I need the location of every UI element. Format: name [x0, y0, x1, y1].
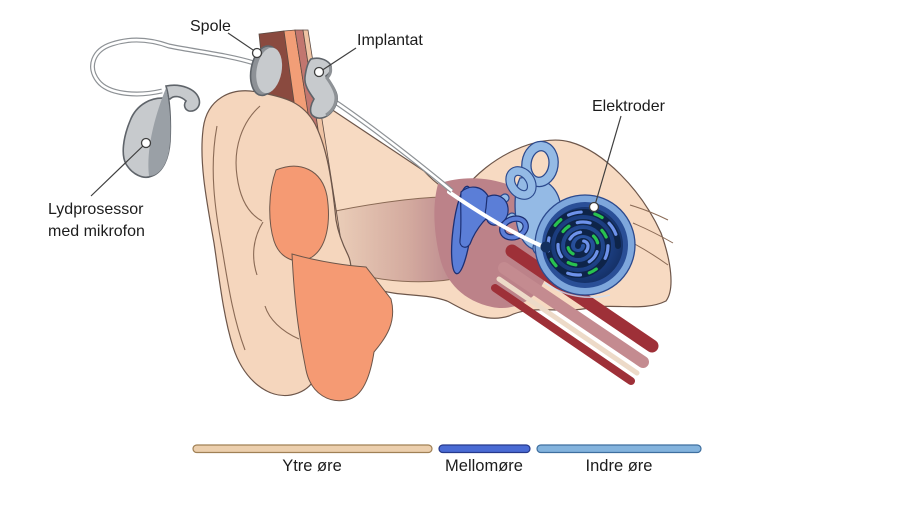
label-elektroder: Elektroder [592, 98, 666, 115]
pinna-fold-line [235, 105, 263, 222]
implant-lead-core [330, 97, 453, 193]
cartilage-upper [269, 165, 329, 262]
stapes [500, 216, 528, 240]
cartilage-lower [291, 253, 394, 402]
legend-label-indre-ore: Indre øre [586, 457, 653, 475]
label-spole: Spole [190, 18, 231, 35]
sound-processor [122, 84, 201, 179]
anchor-dot-lydprosessor [140, 137, 152, 149]
labels: Spole Implantat Elektroder Lydprosessor … [48, 18, 666, 240]
anchor-dot-spole [251, 47, 263, 59]
processor-cable-core [91, 38, 255, 96]
semicircular-canal [506, 167, 536, 199]
leader-implantat [320, 47, 357, 72]
outer-ear [201, 90, 394, 402]
leader-spole [227, 32, 257, 53]
legend-bar-ytre-ore [192, 444, 433, 454]
skull-line [632, 222, 674, 244]
implant-hardware [90, 37, 454, 193]
electrode-array-green [546, 210, 620, 277]
implant-shading [325, 65, 338, 117]
label-lydprosessor-line2: med mikrofon [48, 223, 145, 240]
cochlea-highlight [544, 282, 611, 298]
legend-label-mellomore: Mellomøre [445, 457, 523, 475]
eustachian-tube-inner [498, 262, 649, 368]
legend-label-ytre-ore: Ytre øre [282, 457, 342, 475]
coil-face [256, 47, 283, 94]
eustachian-tube-outer-bottom [491, 284, 635, 385]
cochlea [534, 194, 636, 298]
coil [249, 45, 283, 97]
electrode-wire-tip [540, 241, 552, 253]
label-lydprosessor-line1: Lydprosessor [48, 201, 144, 218]
label-leaders [90, 32, 622, 213]
semicircular-canal [522, 142, 558, 186]
leader-elektroder [594, 115, 622, 206]
sound-processor-shading [148, 88, 171, 176]
leader-lydprosessor [90, 143, 146, 197]
eustachian-tube [491, 244, 659, 385]
electrode-lead-inner [447, 190, 552, 253]
label-implantat: Implantat [357, 32, 423, 49]
eustachian-tube-outer-top [505, 244, 659, 353]
pinna-fold-line [212, 125, 246, 351]
pinna-fold-line [253, 221, 264, 276]
eustachian-tube-stripe [496, 276, 640, 376]
anchor-dot-implantat [313, 66, 325, 78]
pinna-fold-line [264, 305, 300, 340]
middle-ear [450, 185, 529, 275]
skull-line [629, 204, 669, 221]
implant [304, 57, 338, 119]
legend: Ytre øre Mellomøre Indre øre [192, 444, 702, 475]
anchor-dot-elektroder [588, 201, 600, 213]
legend-bar-indre-ore [536, 444, 702, 454]
legend-bar-mellomore [438, 444, 531, 454]
electrode-wire [447, 190, 544, 248]
